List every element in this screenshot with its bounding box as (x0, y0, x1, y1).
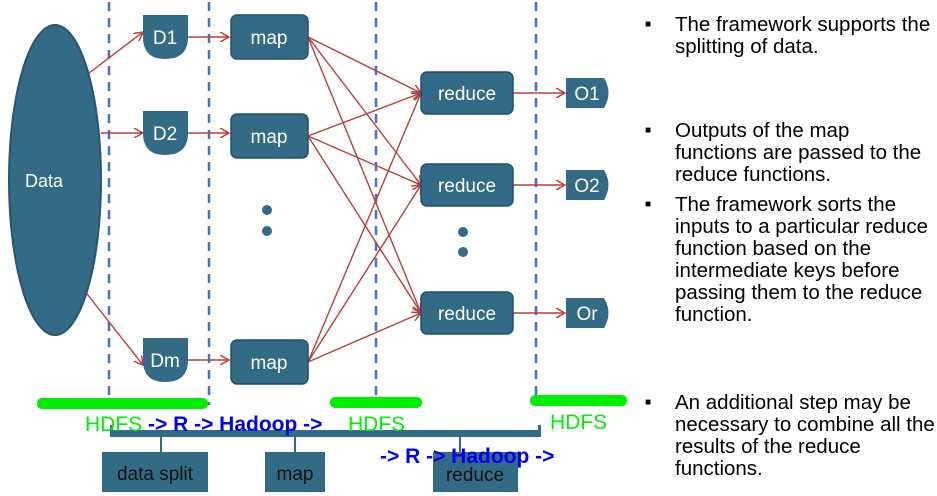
output-node (566, 170, 609, 200)
bullet-text: An additional step may be necessary to c… (675, 391, 935, 480)
reduce-node (420, 291, 514, 335)
stage-map (265, 452, 325, 492)
edge-arrow (79, 284, 143, 365)
connector (160, 437, 162, 452)
edge-arrow (307, 135, 421, 313)
map-label: map (251, 127, 288, 148)
dot (262, 226, 272, 236)
bullet-icon: ■ (645, 125, 652, 136)
edge-arrow (307, 36, 421, 93)
map-label: map (251, 353, 288, 374)
map-node (230, 14, 309, 60)
split-node (143, 338, 188, 382)
edge-arrow (307, 36, 421, 185)
output-label: Or (576, 304, 598, 325)
bullet-text: Outputs of the map functions are passed … (675, 119, 922, 186)
bullet-item: ■ The framework sorts the inputs to a par… (645, 194, 935, 326)
output-node (566, 78, 609, 108)
hdfs-bar (37, 398, 208, 409)
connector (459, 437, 461, 452)
hdfs-label: HDFS (348, 413, 405, 436)
flow-label: -> R -> Hadoop -> (380, 445, 554, 468)
bullet-icon: ■ (645, 397, 652, 408)
dividers (107, 2, 538, 405)
map-node (230, 339, 309, 385)
edge-arrow (307, 93, 421, 137)
bullet-text: The framework sorts the inputs to a part… (675, 193, 928, 326)
split-node (143, 111, 188, 155)
reduce-label: reduce (438, 84, 496, 105)
dot (262, 205, 272, 215)
stage-bracket (102, 425, 541, 492)
output-label: O2 (574, 176, 599, 197)
data-node (8, 24, 102, 336)
stage-label: reduce (446, 465, 504, 486)
hdfs-bar (530, 395, 627, 406)
hdfs-label: HDFS (550, 411, 607, 434)
edge-arrow (307, 185, 421, 363)
bullet-text: The framework supports the splitting of … (675, 13, 931, 58)
split-label: D2 (153, 124, 177, 145)
reduce-label: reduce (438, 304, 496, 325)
ellipsis-dots (262, 205, 468, 257)
output-node (566, 298, 609, 328)
output-label: O1 (574, 84, 599, 105)
bullet-item: ■ Outputs of the map functions are passed… (645, 120, 935, 186)
split-label: Dm (150, 351, 180, 372)
edge-arrow (79, 32, 143, 81)
hdfs-label: HDFS (85, 413, 142, 436)
split-label: D1 (153, 28, 177, 49)
edge-arrow (307, 36, 421, 313)
stage-label: map (277, 464, 314, 485)
map-node (230, 113, 309, 159)
bracket (110, 425, 541, 437)
stage-label: data split (117, 464, 194, 485)
connector (294, 437, 296, 452)
bullet-icon: ■ (645, 19, 652, 30)
reduce-node (420, 71, 514, 115)
split-node (143, 15, 188, 59)
data-label: Data (25, 171, 64, 191)
bullet-item: ■ An additional step may be necessary to … (645, 392, 935, 480)
dot (458, 227, 468, 237)
reduce-label: reduce (438, 176, 496, 197)
edge-arrow (307, 93, 421, 363)
bullet-icon: ■ (645, 199, 652, 210)
hdfs-bar (330, 397, 422, 408)
flow-label: -> R -> Hadoop -> (148, 413, 322, 436)
edge-arrow (307, 135, 421, 185)
stage-reduce (433, 452, 518, 492)
stage-data-split (102, 452, 208, 492)
map-label: map (251, 28, 288, 49)
reduce-node (420, 163, 514, 207)
dot (458, 247, 468, 257)
bullet-item: ■ The framework supports the splitting of… (645, 14, 935, 58)
edge-arrow (307, 313, 421, 363)
